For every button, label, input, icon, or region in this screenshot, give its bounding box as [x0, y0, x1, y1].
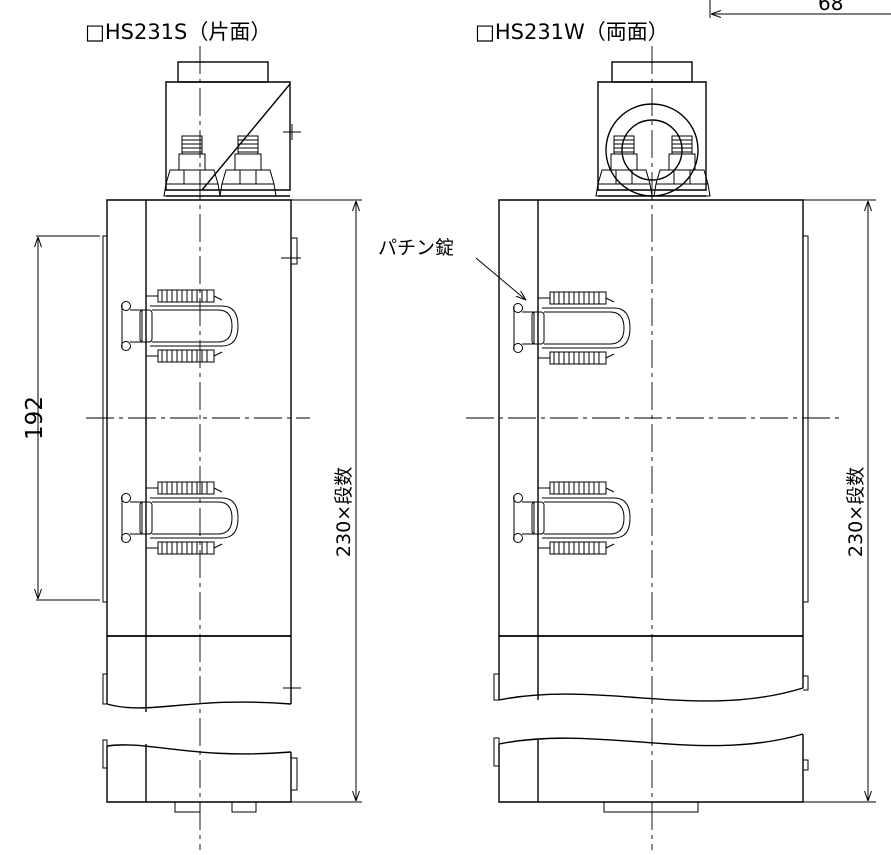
left-view: 192 230×段数 — [22, 46, 362, 850]
right-view: パチン錠 230×段数 — [378, 46, 876, 850]
view-title-single-side: □HS231S（片面） — [85, 20, 271, 44]
dimension-height-left-label: 230×段数 — [333, 467, 355, 557]
view-title-double-side: □HS231W（両面） — [475, 20, 669, 44]
latch-annotation: パチン錠 — [378, 237, 454, 259]
dimension-height-right-label: 230×段数 — [845, 467, 867, 557]
dimension-192-label: 192 — [22, 396, 48, 440]
dimension-68: 68 — [709, 0, 891, 18]
dimension-68-label: 68 — [818, 0, 843, 15]
